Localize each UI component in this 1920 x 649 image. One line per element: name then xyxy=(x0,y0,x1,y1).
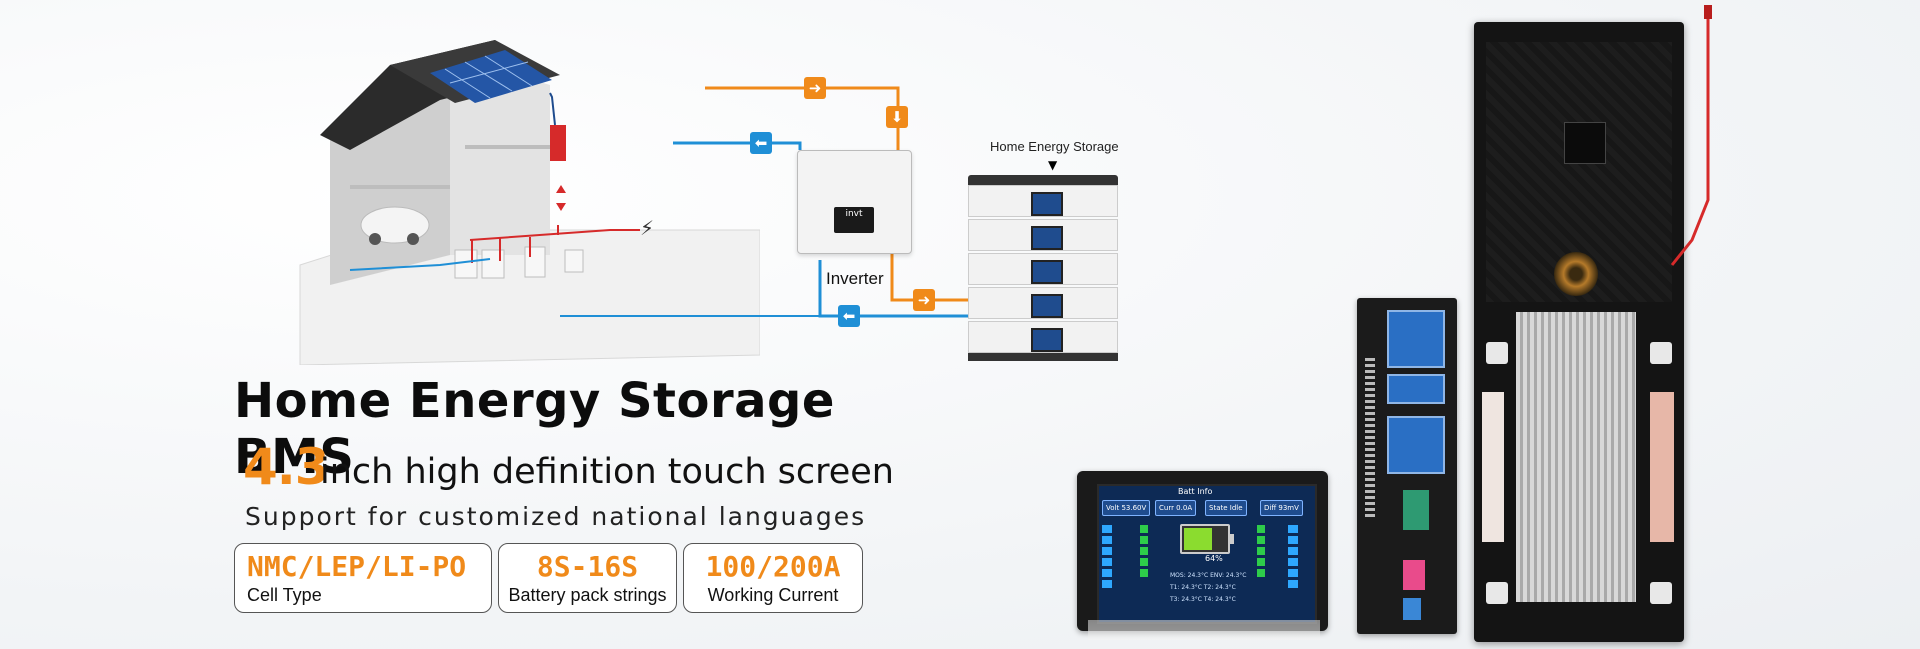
pin-header xyxy=(1365,358,1375,518)
spec-label: Battery pack strings xyxy=(508,585,667,605)
rj45-port-icon xyxy=(1387,416,1445,474)
triangle-down-icon: ▼ xyxy=(1048,158,1058,172)
cell-column-right-2 xyxy=(1288,522,1308,608)
rj45-port-icon xyxy=(1387,374,1445,404)
solar-panel-icon xyxy=(430,50,552,103)
battery-icon xyxy=(1180,524,1234,554)
switch-icon xyxy=(1403,598,1421,620)
electric-car-icon xyxy=(360,206,430,245)
spec-value: 8S-16S xyxy=(536,550,639,583)
inverter-brand: invt xyxy=(834,207,874,233)
spec-label: Cell Type xyxy=(247,585,322,605)
inverter-label: Inverter xyxy=(826,269,884,288)
heatsink xyxy=(1516,312,1636,602)
terminal-icon xyxy=(1486,582,1508,604)
dip-switch-icon xyxy=(1403,560,1425,590)
screen-size: 4.3 xyxy=(243,438,330,496)
orange-arrow-right-icon: ➜ xyxy=(804,77,826,99)
pylon-icon: ⚡ xyxy=(640,216,654,240)
battery-percent: 64% xyxy=(1205,554,1223,563)
copper-bar xyxy=(1482,392,1504,542)
screen-volt: Volt 53.60V xyxy=(1102,500,1151,516)
screen-diff: Diff 93mV xyxy=(1260,500,1303,516)
screen-title: Batt Info xyxy=(1178,487,1213,496)
headline: Home Energy Storage BMS xyxy=(234,373,835,485)
screen-curr: Curr 0.0A xyxy=(1155,500,1197,516)
communication-board xyxy=(1357,298,1457,634)
cell-column-left xyxy=(1102,522,1132,608)
screen-state: State Idle xyxy=(1205,500,1247,516)
screen-reflection xyxy=(1088,620,1320,640)
orange-arrow-down-icon: ⬇ xyxy=(886,106,908,128)
cell-column-left-2 xyxy=(1140,522,1160,608)
screen-temp-line-3: T3: 24.3°C T4: 24.3°C xyxy=(1170,596,1236,603)
blue-arrow-left-icon: ⬅ xyxy=(838,305,860,327)
orange-arrow-right-icon: ➜ xyxy=(913,289,935,311)
screen-temp-line-2: T1: 24.3°C T2: 24.3°C xyxy=(1170,584,1236,591)
terminal-block-icon xyxy=(1403,490,1429,530)
cell-column-right xyxy=(1257,522,1277,608)
spec-value: NMC/LEP/LI-PO xyxy=(247,550,467,583)
terminal-icon xyxy=(1486,342,1508,364)
blue-arrow-left-icon: ⬅ xyxy=(750,132,772,154)
spec-cell-type: NMC/LEP/LI-PO Cell Type xyxy=(234,543,492,613)
spec-value: 100/200A xyxy=(705,550,841,583)
terminal-icon xyxy=(1650,342,1672,364)
spec-working-current: 100/200A Working Current xyxy=(683,543,863,613)
screen-description: inch high definition touch screen xyxy=(320,452,894,492)
storage-cabinet xyxy=(968,175,1118,361)
red-wire xyxy=(1670,5,1712,266)
chip-icon xyxy=(1564,122,1606,164)
language-description: Support for customized national language… xyxy=(245,502,867,531)
spec-label: Working Current xyxy=(707,585,839,605)
rj45-port-icon xyxy=(1387,310,1445,368)
house-illustration: ⚡ xyxy=(299,40,760,365)
terminal-icon xyxy=(1650,582,1672,604)
screen-temp-line-1: MOS: 24.3°C ENV: 24.3°C xyxy=(1170,572,1247,579)
storage-label: Home Energy Storage xyxy=(990,139,1119,154)
spec-strings: 8S-16S Battery pack strings xyxy=(498,543,677,613)
meter-box-icon xyxy=(550,125,566,161)
inductor-icon xyxy=(1554,252,1598,296)
inverter-unit: invt xyxy=(797,150,912,254)
copper-bar xyxy=(1650,392,1674,542)
bms-main-board xyxy=(1474,22,1684,642)
